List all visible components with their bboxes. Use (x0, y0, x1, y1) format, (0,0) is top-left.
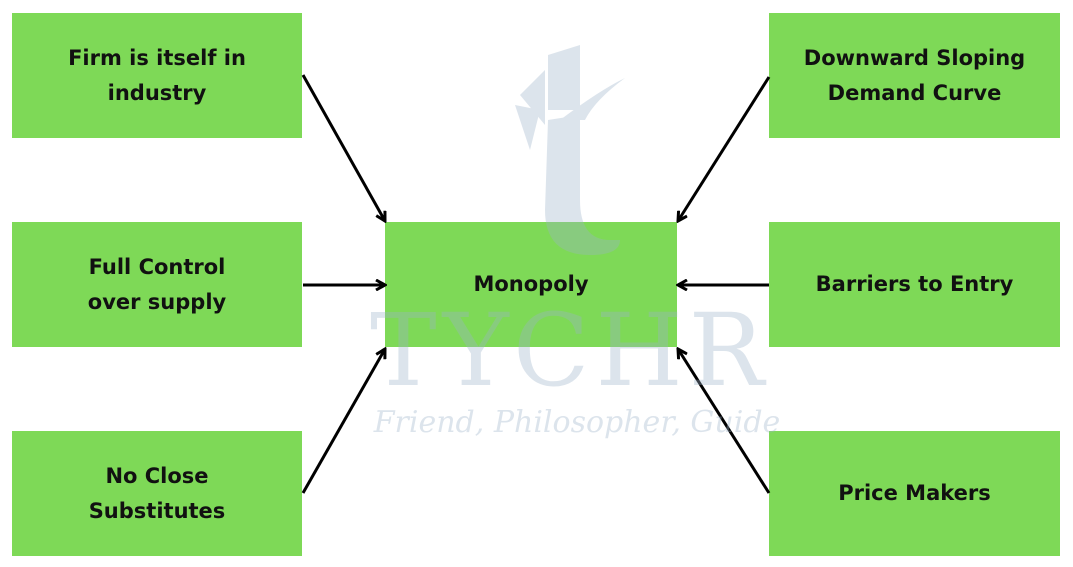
node-label: Price Makers (838, 481, 991, 505)
node-label: No Close Substitutes (88, 463, 226, 523)
node-barriers-entry: Barriers to Entry (769, 222, 1060, 347)
arrow-demand-to-monopoly (678, 76, 771, 221)
node-firm-is-industry: Firm is itself in industry (12, 13, 302, 138)
node-monopoly: Monopoly (385, 222, 677, 347)
node-no-close-substitutes: No Close Substitutes (12, 431, 302, 556)
arrow-price-makers-to-monopoly (678, 349, 771, 494)
node-label: Firm is itself in industry (68, 45, 246, 105)
arrow-firm-to-monopoly (301, 74, 385, 221)
node-label: Downward Sloping Demand Curve (803, 45, 1026, 105)
node-label: Barriers to Entry (815, 272, 1014, 296)
node-full-control-supply: Full Control over supply (12, 222, 302, 347)
node-downward-demand: Downward Sloping Demand Curve (769, 13, 1060, 138)
arrow-substitutes-to-monopoly (301, 349, 385, 494)
node-label: Full Control over supply (87, 254, 227, 314)
node-label: Monopoly (473, 272, 589, 296)
node-price-makers: Price Makers (769, 431, 1060, 556)
